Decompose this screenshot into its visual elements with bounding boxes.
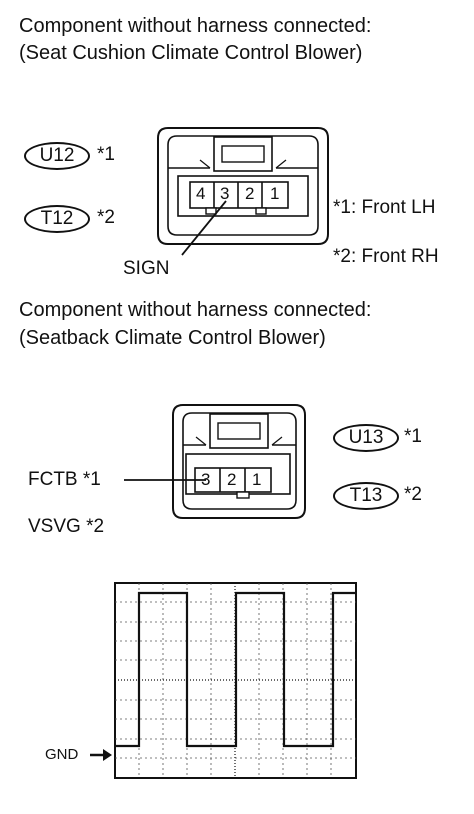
footnote-front-rh: *2: Front RH [333, 246, 439, 267]
section1-heading-line2: (Seat Cushion Climate Control Blower) [19, 42, 363, 64]
footnote-front-lh: *1: Front LH [333, 197, 436, 218]
pin-2: 2 [245, 184, 255, 203]
pin-1: 1 [252, 470, 262, 489]
terminal-label-sign: SIGN [123, 258, 170, 279]
terminal-label-vsvg: VSVG *2 [28, 516, 105, 537]
connector-code-u12: U12 [24, 142, 90, 170]
pin-1: 1 [270, 184, 280, 203]
seat-cushion-connector-icon [157, 127, 329, 256]
connector-code-t13: T13 [333, 482, 399, 510]
connector-code-t12-note: *2 [97, 207, 115, 228]
section2-heading-line1: Component without harness connected: [19, 299, 372, 321]
ground-label: GND [45, 746, 79, 763]
connector-code-u12-note: *1 [97, 144, 115, 165]
connector-code-u13-note: *1 [404, 426, 422, 447]
connector-code-t12: T12 [24, 205, 90, 233]
section2-heading-line2: (Seatback Climate Control Blower) [19, 327, 326, 349]
pin-4: 4 [196, 184, 206, 203]
waveform-display [114, 582, 357, 779]
terminal-label-fctb: FCTB *1 [28, 469, 101, 490]
connector-code-t13-note: *2 [404, 484, 422, 505]
section1-heading-line1: Component without harness connected: [19, 15, 372, 37]
pin-3: 3 [220, 184, 230, 203]
pin-3: 3 [201, 470, 211, 489]
seatback-connector-icon [124, 404, 306, 519]
pin-2: 2 [227, 470, 237, 489]
right-arrow-icon [90, 749, 112, 761]
connector-code-u13: U13 [333, 424, 399, 452]
